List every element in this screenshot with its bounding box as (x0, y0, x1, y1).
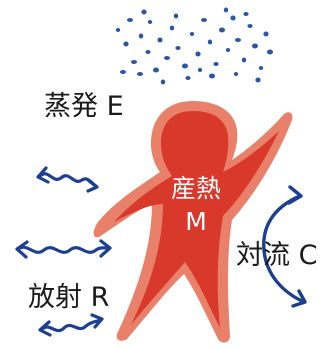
evaporation-droplet (230, 15, 236, 21)
evaporation-droplet (173, 13, 179, 19)
evaporation-droplet (120, 70, 126, 74)
convection-label: 対流 C (236, 240, 318, 271)
evaporation-droplet (153, 67, 159, 73)
radiation-arrow-middle-head-start (15, 240, 29, 259)
evaporation-droplet (141, 9, 147, 15)
evaporation-droplet (233, 72, 239, 76)
evaporation-droplet (123, 41, 129, 47)
evaporation-droplet (207, 39, 213, 45)
evaporation-droplet (164, 56, 170, 60)
evaporation-droplet (160, 79, 166, 85)
evaporation-label: 蒸発 E (44, 91, 124, 122)
convection-arrow (262, 185, 307, 308)
radiation-arrow-bottom-head-end (90, 313, 104, 329)
evaporation-droplet (182, 63, 188, 69)
evaporation-droplet (175, 46, 181, 50)
evaporation-droplet (169, 25, 175, 31)
heat-production-label-line1: 産熱 (170, 174, 221, 203)
evaporation-droplet (267, 49, 273, 55)
evaporation-droplets (115, 7, 273, 85)
evaporation-droplet (195, 51, 201, 57)
radiation-arrow-top-head-end (86, 179, 99, 193)
evaporation-droplet (258, 66, 264, 70)
evaporation-droplet (131, 60, 137, 64)
evaporation-droplet (189, 32, 195, 36)
radiation-arrow-middle (16, 245, 110, 254)
evaporation-droplet (115, 28, 121, 32)
radiation-arrow-bottom-head-start (38, 320, 52, 337)
radiation-arrows (15, 166, 112, 337)
radiation-arrow-bottom (40, 318, 102, 333)
evaporation-droplet (255, 77, 261, 83)
evaporation-droplet (201, 18, 207, 22)
evaporation-droplet (197, 68, 203, 72)
evaporation-droplet (209, 73, 215, 79)
evaporation-droplet (252, 43, 258, 49)
convection-arrow-head-top (287, 185, 303, 205)
evaporation-droplet (225, 48, 231, 52)
human-body-figure (93, 101, 293, 343)
evaporation-droplet (247, 24, 253, 28)
evaporation-droplet (147, 20, 153, 24)
radiation-arrow-middle-head-end (99, 239, 112, 258)
evaporation-droplet (213, 62, 219, 66)
radiation-label: 放射 R (28, 282, 110, 313)
body-core (114, 111, 279, 328)
evaporation-droplet (127, 18, 133, 22)
evaporation-droplet (138, 33, 144, 39)
evaporation-droplet (263, 31, 269, 37)
convection-arrow-head-bottom (291, 289, 307, 308)
heat-production-label: 産熱 M (163, 172, 229, 238)
evaporation-droplet (235, 38, 241, 42)
evaporation-droplet (219, 27, 225, 33)
evaporation-droplet (243, 12, 249, 16)
evaporation-droplet (137, 72, 143, 76)
evaporation-droplet (145, 50, 151, 54)
evaporation-droplet (157, 37, 163, 43)
convection-arrow-curve (262, 194, 306, 304)
radiation-arrow-top-head-start (36, 166, 50, 184)
heat-production-label-line2: M (185, 207, 207, 236)
radiation-arrow-top (38, 172, 98, 188)
evaporation-droplet (241, 57, 247, 63)
evaporation-droplet (185, 76, 191, 80)
evaporation-droplet (223, 7, 229, 13)
